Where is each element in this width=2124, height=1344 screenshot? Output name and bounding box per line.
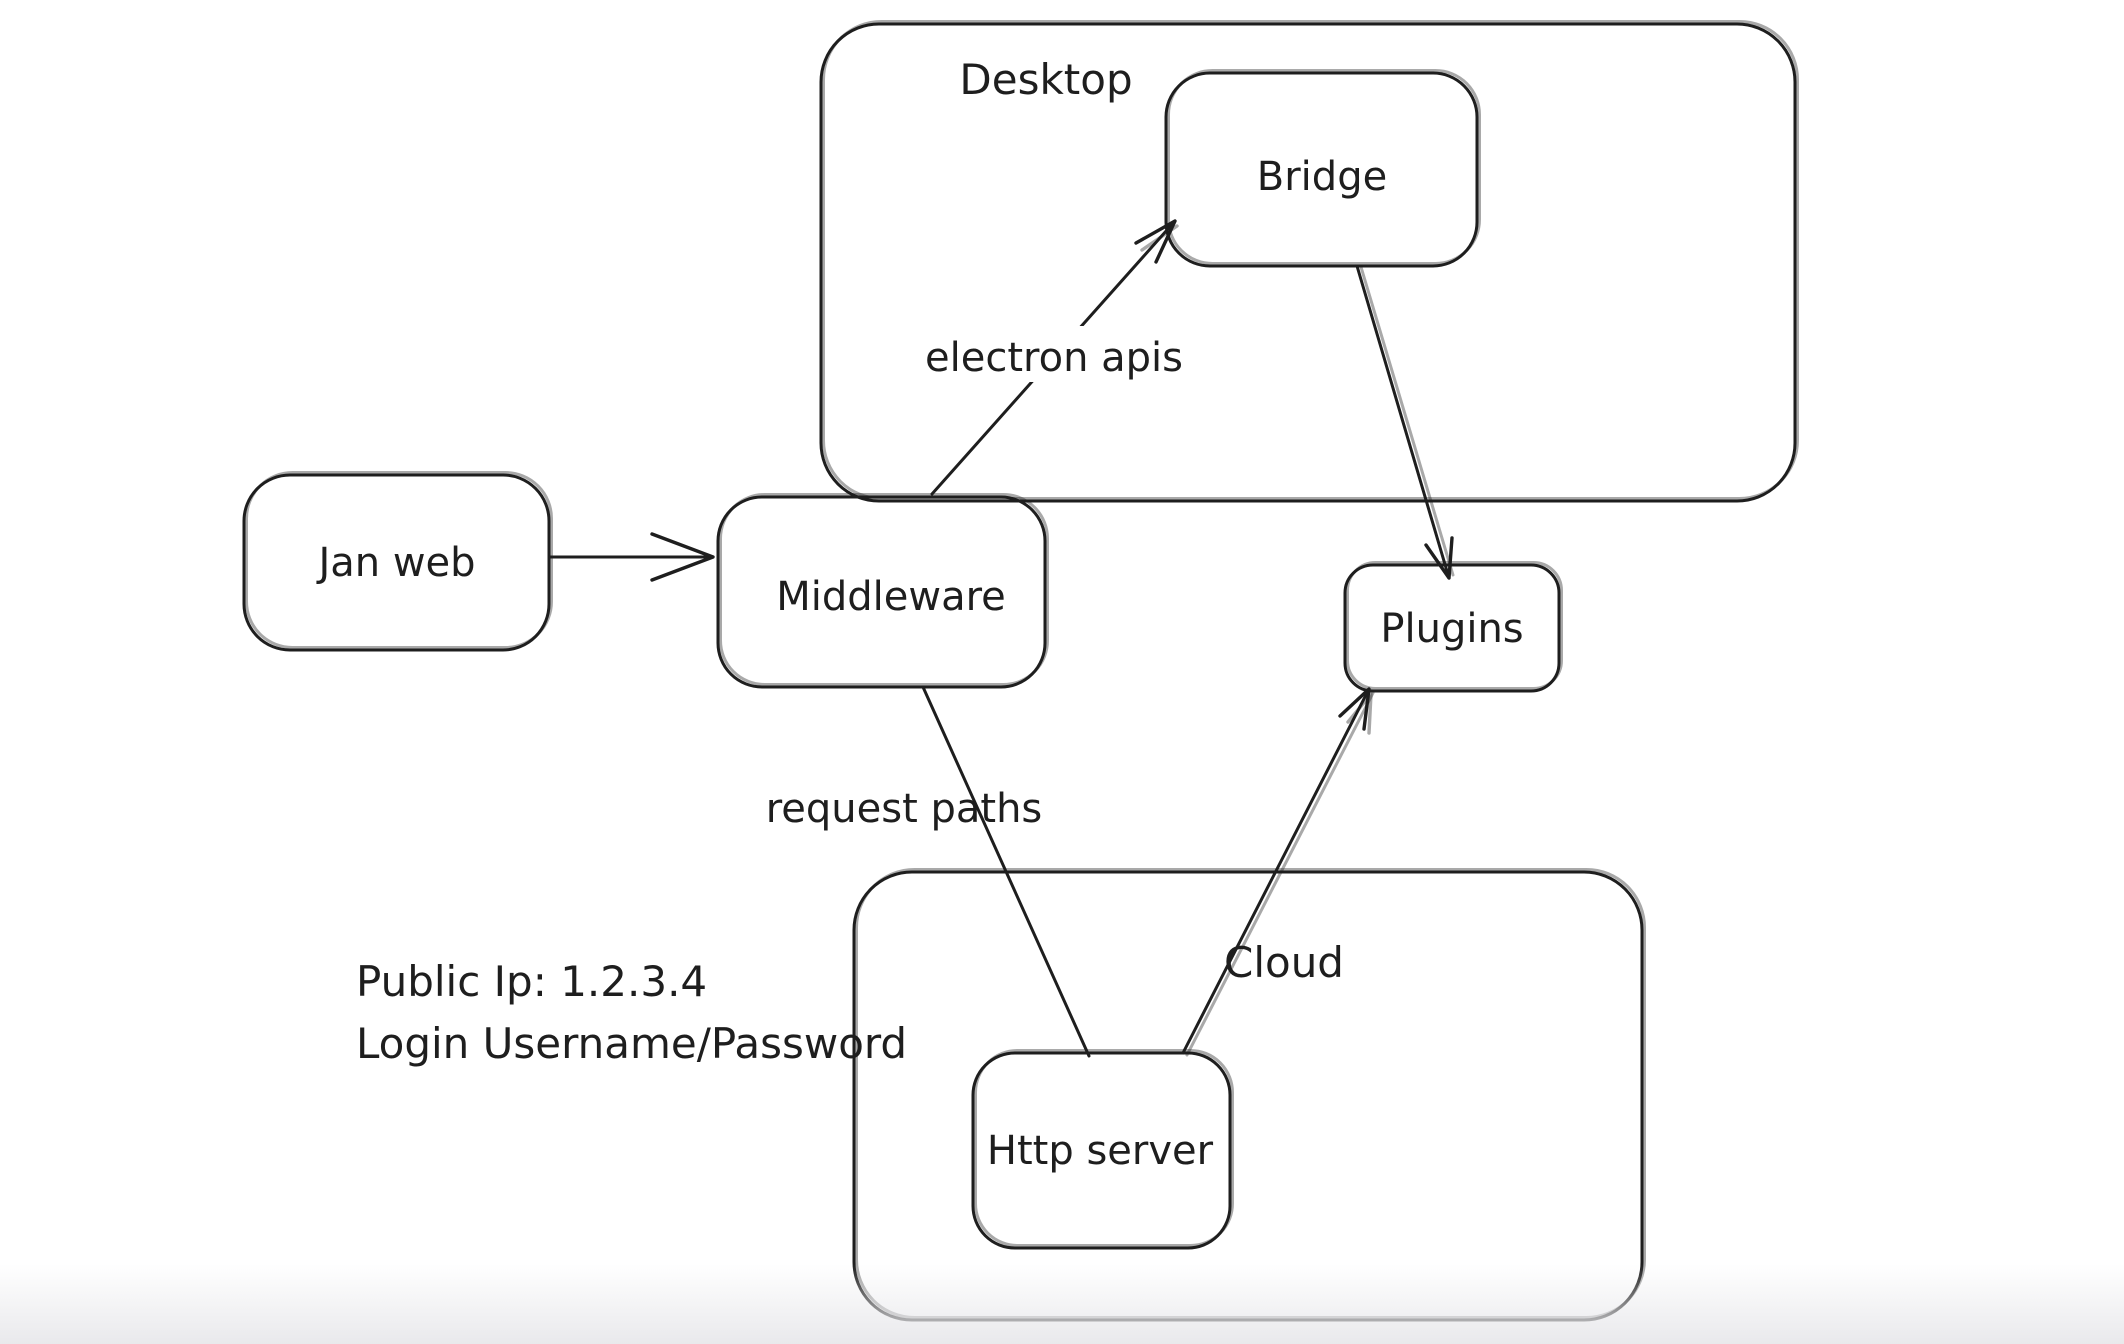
arrow-middleware-to-bridge: electron apis: [918, 219, 1190, 496]
arrow-bridge-to-plugins-line-sketch: [1359, 265, 1455, 577]
electron-apis-label: electron apis: [925, 335, 1183, 381]
jan-web-outline: [242, 473, 551, 652]
bridge-label: Bridge: [1257, 154, 1387, 200]
plugins-node: Plugins: [1343, 561, 1563, 693]
electron-apis-label-background: [918, 326, 1190, 382]
arrow-janweb-to-middleware-arrowhead-icon: [650, 532, 715, 582]
cloud-container-label: Cloud: [1224, 938, 1344, 987]
line-middleware-to-httpserver: request paths: [766, 685, 1091, 1058]
jan-web-outline-sketch: [245, 471, 553, 649]
arrow-httpserver-to-plugins-arrowhead-sketch: [1346, 692, 1373, 735]
bridge-outline-sketch: [1167, 69, 1481, 265]
plugins-outline-sketch: [1346, 561, 1563, 690]
http-server-outline-sketch: [974, 1049, 1234, 1247]
bottom-fade-gradient: [0, 1264, 2124, 1344]
bridge-outline: [1164, 71, 1479, 268]
bridge-node: Bridge: [1164, 69, 1481, 268]
arrow-httpserver-to-plugins-line: [1181, 687, 1371, 1055]
arrow-janweb-to-middleware: [547, 532, 715, 582]
desktop-container-outline-sketch: [822, 20, 1799, 500]
middleware-outline: [716, 495, 1047, 689]
middleware-outline-sketch: [719, 493, 1049, 686]
arrow-bridge-to-plugins: [1355, 264, 1455, 580]
arrow-middleware-to-bridge-arrowhead-icon: [1134, 219, 1177, 264]
plugins-outline: [1343, 563, 1561, 693]
jan-web-label: Jan web: [315, 540, 475, 586]
line-middleware-to-httpserver-line: [921, 685, 1091, 1058]
plugins-label: Plugins: [1380, 606, 1523, 652]
http-server-outline: [971, 1051, 1232, 1250]
request-paths-label: request paths: [766, 786, 1043, 832]
http-server-label: Http server: [987, 1128, 1214, 1174]
login-text: Login Username/Password: [356, 1019, 907, 1068]
http-server-node: Http server: [971, 1049, 1234, 1250]
arrow-httpserver-to-plugins-arrowhead-icon: [1338, 687, 1371, 731]
credentials-annotation: Public Ip: 1.2.3.4 Login Username/Passwo…: [356, 957, 907, 1068]
arrow-bridge-to-plugins-line: [1355, 264, 1451, 580]
jan-web-node: Jan web: [242, 471, 553, 652]
desktop-container-label: Desktop: [959, 55, 1132, 104]
arrow-bridge-to-plugins-arrowhead-icon: [1424, 536, 1454, 580]
middleware-node: Middleware: [716, 493, 1049, 689]
desktop-container-outline: [819, 22, 1797, 503]
desktop-container: Desktop: [819, 20, 1799, 503]
arrow-httpserver-to-plugins-line-sketch: [1185, 691, 1375, 1057]
arrow-httpserver-to-plugins: [1181, 687, 1375, 1057]
public-ip-text: Public Ip: 1.2.3.4: [356, 957, 707, 1006]
middleware-label: Middleware: [776, 574, 1006, 620]
